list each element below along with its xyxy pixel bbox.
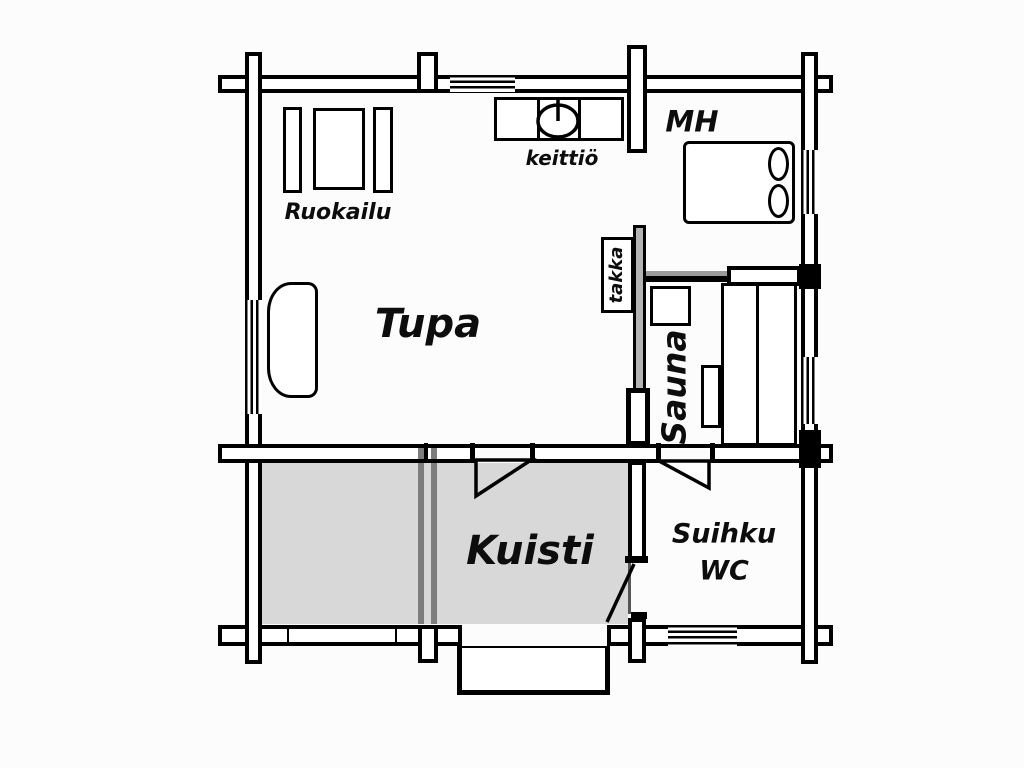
window-sauna bbox=[801, 357, 818, 424]
wall-top bbox=[218, 75, 833, 93]
sofa bbox=[267, 282, 318, 398]
dining-table bbox=[313, 108, 365, 190]
room-label-fireplace: takka bbox=[606, 246, 627, 304]
room-label-porch: Kuisti bbox=[466, 528, 594, 574]
door-opening-sauna-wc bbox=[660, 449, 712, 463]
entrance-opening bbox=[462, 625, 607, 646]
wall-sauna-north-grayline bbox=[646, 271, 728, 276]
sauna-step-bench bbox=[701, 365, 721, 428]
room-label-bedroom: MH bbox=[665, 104, 719, 139]
wall-porch-wc-lower bbox=[628, 618, 646, 663]
door-opening-living-porch bbox=[473, 449, 532, 463]
door-jamb bbox=[458, 625, 462, 646]
kitchen-counter bbox=[494, 97, 624, 141]
wall-sauna-north-blackline bbox=[646, 276, 728, 282]
porch-divider-line bbox=[418, 463, 424, 624]
door-jamb bbox=[625, 556, 648, 563]
porch-divider-joint bbox=[424, 443, 428, 463]
entrance-steps bbox=[457, 643, 610, 695]
door-jamb bbox=[530, 443, 535, 463]
room-label-dining: Ruokailu bbox=[284, 200, 392, 225]
log-stub-bottom bbox=[418, 625, 438, 663]
door-leaf-sauna-wc bbox=[658, 459, 711, 491]
log-stub-fireplace bbox=[626, 388, 650, 446]
door-opening-edge bbox=[628, 563, 631, 614]
counter-divider bbox=[537, 100, 540, 138]
room-label-wc: WC bbox=[699, 555, 749, 587]
door-jamb bbox=[607, 625, 611, 646]
door-jamb bbox=[656, 443, 661, 463]
dining-chair-left bbox=[283, 107, 302, 193]
pillow bbox=[768, 184, 789, 218]
sauna-stove bbox=[650, 286, 691, 326]
room-label-sauna: Sauna bbox=[654, 329, 694, 445]
porch-divider-line bbox=[418, 448, 424, 459]
porch-floor bbox=[262, 463, 628, 624]
room-label-shower: Suihku bbox=[671, 518, 777, 550]
window-bedroom bbox=[801, 150, 818, 214]
porch-divider-line bbox=[431, 463, 437, 624]
log-joint-right-upper bbox=[799, 264, 821, 289]
wall-porch-wc-upper bbox=[628, 461, 646, 563]
bench-divider bbox=[756, 286, 759, 443]
door-jamb bbox=[470, 443, 475, 463]
wall-fireplace bbox=[633, 225, 646, 393]
room-label-kitchen: keittiö bbox=[525, 146, 599, 170]
log-stub-top bbox=[417, 52, 438, 93]
wall-kitchen-bedroom bbox=[627, 45, 647, 153]
counter-divider bbox=[578, 100, 581, 138]
door-jamb bbox=[710, 443, 715, 463]
window-wc bbox=[668, 625, 737, 646]
porch-divider-line bbox=[431, 448, 437, 459]
pillow bbox=[768, 147, 789, 181]
window-left bbox=[245, 300, 262, 414]
door-jamb bbox=[631, 612, 647, 619]
fireplace-box bbox=[601, 237, 634, 313]
log-joint-right-lower bbox=[799, 430, 821, 468]
room-label-living: Tupa bbox=[374, 301, 482, 347]
dining-chair-right bbox=[373, 107, 393, 193]
sauna-bench bbox=[721, 283, 797, 446]
window-porch bbox=[287, 627, 397, 644]
window-top bbox=[450, 75, 515, 93]
